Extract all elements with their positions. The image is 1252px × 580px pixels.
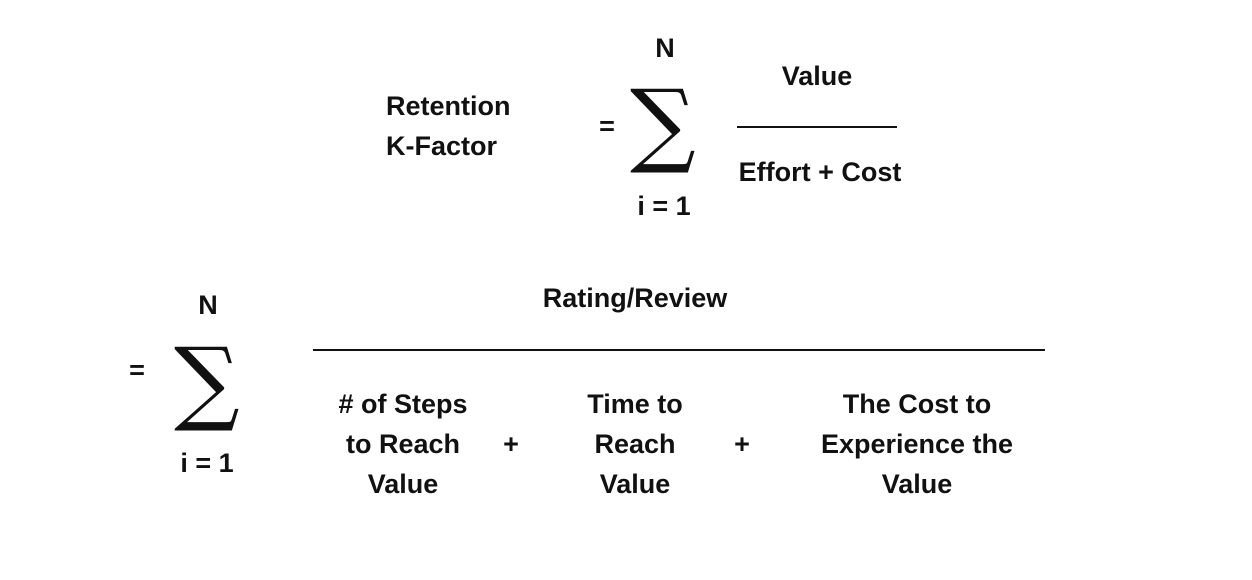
equals-sign-1: = — [599, 111, 615, 141]
plus-sign-2: + — [734, 429, 750, 459]
sigma-symbol-1: ∑ — [630, 70, 696, 177]
term-time-line-1: Time to — [587, 389, 683, 419]
term-cost-line-2: Experience the — [820, 429, 1014, 459]
sigma-lower-limit-2: i = 1 — [180, 448, 234, 478]
fraction-bar-2 — [313, 349, 1045, 351]
denominator-term-cost: The Cost to Experience the Value — [792, 384, 1042, 504]
term-steps-line-3: Value — [367, 469, 439, 499]
sigma-symbol-2: ∑ — [174, 328, 240, 435]
sigma-lower-limit-1: i = 1 — [637, 191, 691, 221]
term-time-line-3: Value — [599, 469, 671, 499]
lhs-label-k-factor: K-Factor — [386, 131, 498, 161]
term-steps-line-2: to Reach — [345, 429, 461, 459]
sigma-upper-limit-1: N — [655, 33, 675, 63]
term-cost-line-3: Value — [881, 469, 953, 499]
plus-sign-1: + — [503, 429, 519, 459]
fraction-bar-1 — [737, 126, 897, 128]
fraction-numerator-1: Value — [781, 61, 853, 91]
fraction-numerator-2: Rating/Review — [542, 283, 728, 313]
denominator-term-steps: # of Steps to Reach Value — [313, 384, 493, 504]
sigma-upper-limit-2: N — [198, 290, 218, 320]
term-time-line-2: Reach — [594, 429, 676, 459]
fraction-denominator-1: Effort + Cost — [738, 157, 902, 187]
term-cost-line-1: The Cost to — [842, 389, 992, 419]
term-steps-line-1: # of Steps — [338, 389, 468, 419]
equals-sign-2: = — [129, 355, 145, 385]
lhs-label-retention: Retention — [386, 91, 511, 121]
denominator-term-time: Time to Reach Value — [550, 384, 720, 504]
